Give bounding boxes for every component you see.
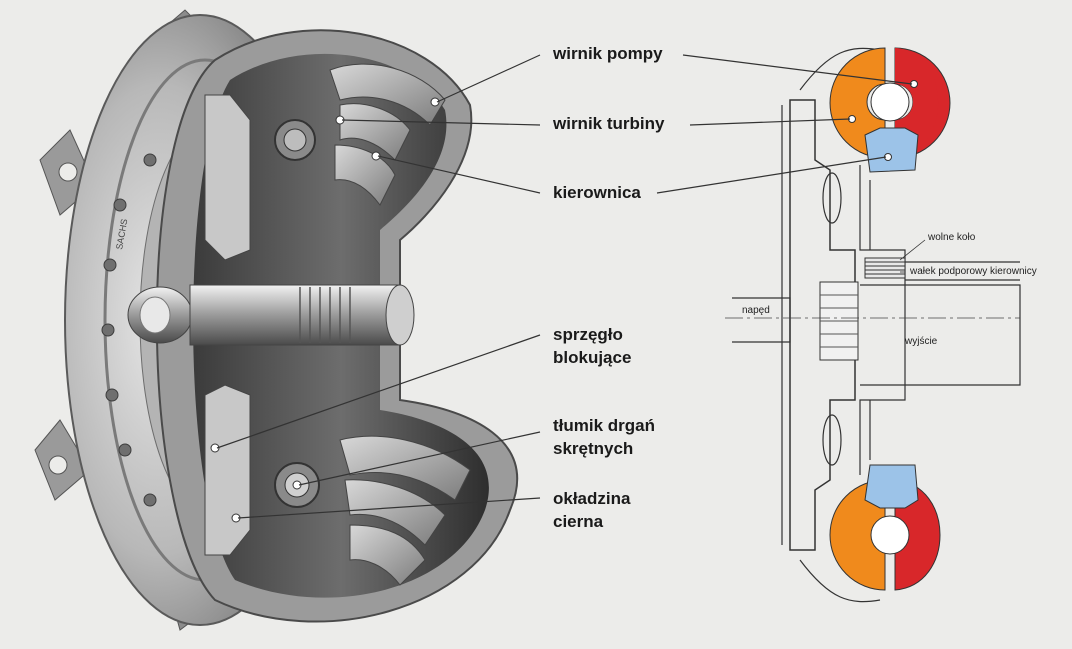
leader-turbine (341, 119, 541, 126)
shaft-splines (299, 287, 351, 343)
callout-lockup-line1: sprzęgło (553, 325, 623, 344)
callout-pump: wirnik pompy (553, 44, 663, 63)
stator-top (864, 127, 919, 173)
callout-lining-line2: cierna (553, 512, 604, 531)
bolt (143, 493, 157, 507)
bolt (118, 443, 132, 457)
schematic (725, 47, 1021, 603)
bolt (143, 153, 157, 167)
torus-core-bottom (870, 515, 910, 555)
leader-stator (377, 155, 541, 194)
bolt (105, 388, 119, 402)
pump-marker-dot (430, 97, 440, 107)
bolt (101, 323, 115, 337)
output-shaft-schematic (860, 284, 1021, 386)
schematic-housing (789, 99, 856, 551)
leader-lockup (216, 334, 541, 449)
stator-shaft (905, 261, 1020, 281)
ear-hole (58, 162, 78, 182)
schematic-leaders (656, 54, 913, 194)
lockup-piston-bottom (204, 384, 251, 556)
pilot-hub-face (139, 296, 171, 334)
freewheel-hatch (864, 257, 906, 279)
hub-spline-lines (820, 294, 858, 348)
leader-pump (436, 54, 541, 103)
leader-freewheel (899, 239, 926, 261)
leader-lining (237, 497, 541, 519)
bolt-ring (101, 153, 157, 507)
callout-leaders (216, 54, 541, 519)
ear-hole (48, 455, 68, 475)
damper-spring-top (274, 119, 316, 161)
callout-lining-line1: okładzina (553, 489, 631, 508)
callout-stator: kierownica (553, 183, 641, 202)
schematic-damper (822, 165, 906, 475)
lockup-marker-dot (210, 443, 220, 453)
leader-damper (298, 431, 541, 486)
leader-turbine-right (689, 118, 851, 126)
output-shaft (189, 284, 401, 346)
blades-bottom (339, 435, 471, 586)
bolt (103, 258, 117, 272)
input-shaft-schematic (732, 297, 791, 343)
callout-turbine: wirnik turbiny (553, 114, 665, 133)
callout-damper-line2: skrętnych (553, 439, 634, 458)
label-input: napęd (742, 305, 770, 316)
leader-pump-right (682, 54, 913, 85)
torus-core-top (870, 82, 910, 122)
cutaway-rendering: SACHS (34, 9, 518, 631)
callout-damper-line1: tłumik drgań (553, 416, 656, 435)
blades-top (329, 63, 446, 206)
lockup-piston-top (204, 94, 251, 261)
label-freewheel: wolne koło (928, 232, 976, 243)
label-output: wyjście (905, 336, 938, 347)
label-stator-shaft: wałek podporowy kierownicy (910, 266, 1037, 277)
callout-lockup-line2: blokujące (553, 348, 632, 367)
leader-stator-right (656, 156, 887, 194)
schematic-housing-top (799, 47, 881, 91)
stator-bottom (864, 464, 919, 509)
schematic-housing-outer (781, 105, 881, 603)
output-shaft-end (385, 284, 415, 346)
bolt (113, 198, 127, 212)
